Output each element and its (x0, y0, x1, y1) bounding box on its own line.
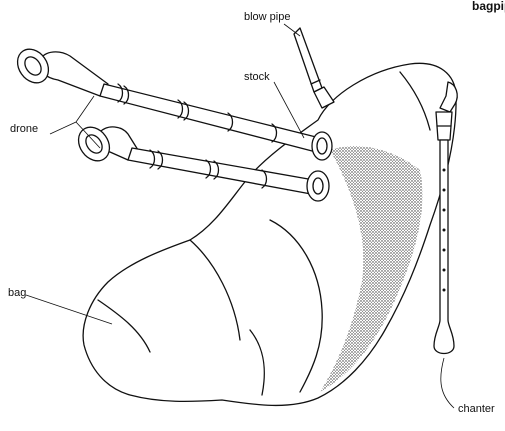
leader-chanter (441, 358, 454, 408)
bag-fold-3 (98, 300, 150, 352)
blow-pipe (294, 28, 334, 108)
label-blow-pipe: blow pipe (244, 11, 290, 23)
label-bag: bag (8, 287, 26, 299)
bag-fold-4 (250, 330, 264, 395)
bag-shadow (320, 146, 422, 392)
label-chanter: chanter (458, 403, 495, 415)
chanter (434, 82, 457, 354)
diagram-title: bagpipe (472, 0, 505, 13)
leader-bag (26, 295, 112, 324)
stock-lower (307, 171, 329, 201)
stock-upper (312, 132, 332, 160)
bag-fold-2 (190, 240, 240, 340)
bag-fold-5 (400, 72, 430, 130)
label-stock: stock (244, 71, 270, 83)
bag-fold-1 (270, 220, 322, 392)
label-drone: drone (10, 123, 38, 135)
upper-drone (11, 43, 320, 152)
